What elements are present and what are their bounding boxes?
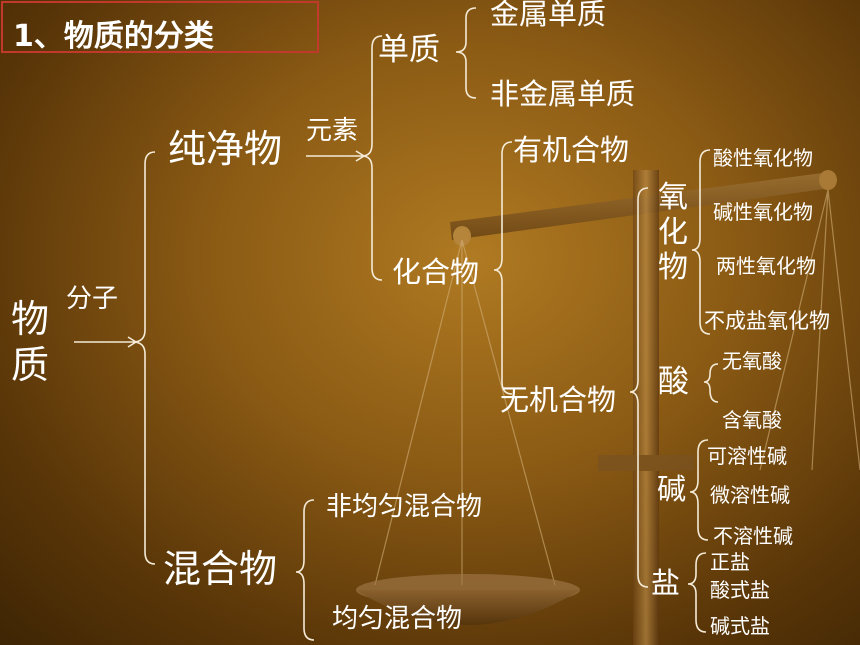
oxide-char: 化 (658, 215, 688, 250)
oxide-char: 物 (658, 250, 688, 285)
oxide-type: 碱性氧化物 (713, 200, 813, 224)
mixture-type-homogeneous: 均匀混合物 (332, 604, 463, 634)
bracket-acid (703, 363, 719, 403)
arrow-root (74, 336, 138, 348)
bracket-compound (493, 141, 513, 395)
mixture-type-heterogeneous: 非均匀混合物 (326, 492, 483, 522)
scale-strings (374, 189, 860, 586)
bracket-oxide (691, 149, 711, 335)
node-compound: 化合物 (392, 255, 480, 289)
root-char: 物 (10, 297, 49, 341)
acid-type: 无氧酸 (722, 349, 782, 373)
page-title: 1、物质的分类 (13, 19, 214, 54)
bracket-pure (361, 35, 383, 281)
arrow-pure (306, 150, 366, 162)
node-mixture: 混合物 (163, 547, 278, 591)
bracket-root (132, 151, 156, 565)
scale-pan (356, 574, 580, 625)
node-pure-substance: 纯净物 (168, 127, 283, 171)
node-elemental: 单质 (378, 32, 440, 68)
title-box: 1、物质的分类 (1, 1, 319, 54)
acid-type: 含氧酸 (722, 408, 782, 432)
connector-label-element: 元素 (306, 116, 359, 146)
bracket-inorganic (629, 187, 649, 588)
bracket-base (689, 439, 709, 541)
node-organic: 有机合物 (513, 133, 630, 167)
node-base: 碱 (657, 472, 687, 506)
bracket-mixture (295, 499, 315, 641)
oxide-type: 两性氧化物 (716, 254, 816, 278)
node-oxide: 氧 化 物 (656, 180, 690, 285)
node-nonmetal: 非金属单质 (490, 77, 636, 111)
root-char: 质 (10, 343, 49, 387)
bracket-elemental (455, 7, 477, 99)
node-salt: 盐 (651, 566, 681, 600)
node-acid: 酸 (658, 364, 689, 400)
root-label: 物 质 (10, 296, 50, 388)
oxide-type: 不成盐氧化物 (704, 309, 830, 333)
bracket-salt (687, 552, 707, 633)
base-type: 不溶性碱 (713, 524, 793, 548)
base-type: 微溶性碱 (710, 483, 790, 507)
node-inorganic: 无机合物 (500, 383, 617, 417)
oxide-char: 氧 (658, 180, 688, 215)
node-metal: 金属单质 (490, 0, 607, 31)
salt-type: 正盐 (710, 550, 750, 574)
connector-label-molecule: 分子 (66, 284, 119, 314)
oxide-type: 酸性氧化物 (713, 146, 813, 170)
base-type: 可溶性碱 (707, 444, 787, 468)
salt-type: 碱式盐 (710, 614, 770, 638)
salt-type: 酸式盐 (710, 578, 770, 602)
